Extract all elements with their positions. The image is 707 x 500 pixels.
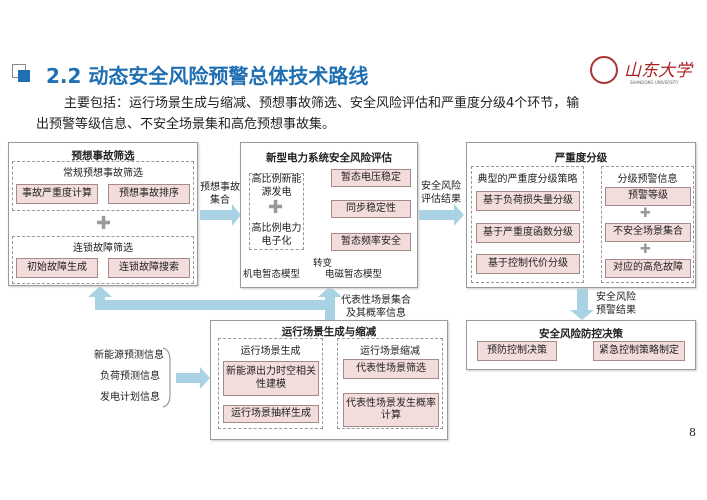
plus-icon: ✚ (268, 197, 284, 218)
arrow-contingency-to-assessment (200, 204, 241, 226)
risk-control-decision-panel: 安全风险防控决策 预防控制决策 紧急控制策略制定 (466, 320, 696, 370)
plus-icon: ✚ (640, 206, 651, 221)
transient-frequency-box: 暂态频率安全 (331, 233, 411, 251)
brace-inputs (162, 347, 171, 408)
electromagnetic-model-label: 电磁暂态模型 (325, 269, 383, 280)
cascade-screening-group: 连锁故障筛选 初始故障生成 连锁故障搜索 (12, 236, 194, 284)
contingency-title: 预想事故筛选 (71, 150, 135, 162)
high-risk-fault-box: 对应的高危故障 (605, 259, 691, 278)
intro-line-2: 出预警等级信息、不安全场景集和高危预想事故集。 (36, 117, 336, 132)
arrow-inputs-to-scenario (176, 367, 210, 389)
strategy-control-cost: 基于控制代价分级 (476, 254, 580, 274)
cascade-search-box: 连锁故障搜索 (108, 258, 190, 278)
cascade-title: 连锁故障筛选 (73, 243, 133, 254)
plus-icon: ✚ (640, 242, 651, 257)
strategy-group: 典型的严重度分级策略 基于负荷损失量分级 基于严重度函数分级 基于控制代价分级 (471, 166, 584, 283)
arrow2-label: 安全风险评估结果 (421, 181, 461, 205)
scenario-sampling-box: 运行场景抽样生成 (223, 405, 319, 423)
electromechanical-model-label: 机电暂态模型 (243, 269, 301, 280)
severity-grading-panel: 严重度分级 典型的严重度分级策略 基于负荷损失量分级 基于严重度函数分级 基于控… (466, 142, 696, 288)
model-change-label: 转变 (313, 258, 333, 269)
page-title: 2.2 动态安全风险预警总体技术路线 (46, 64, 369, 88)
assessment-title: 新型电力系统安全风险评估 (266, 152, 392, 164)
high-renewables-label: 高比例新能源发电 (251, 174, 302, 198)
arrow-assessment-to-severity (419, 204, 464, 226)
scenario-generation-group: 运行场景生成 新能源出力时空相关性建模 运行场景抽样生成 (218, 338, 323, 429)
arrow-feedback (88, 286, 342, 320)
warning-level-box: 预警等级 (605, 187, 691, 206)
input-generation-plan: 发电计划信息 (100, 392, 160, 403)
preventive-control-box: 预防控制决策 (477, 341, 557, 361)
scenario-reduction-group: 运行场景缩减 代表性场景筛选 代表性场景发生概率计算 (337, 338, 443, 429)
red-title: 运行场景缩减 (360, 346, 420, 357)
spatiotemporal-modeling-box: 新能源出力时空相关性建模 (223, 361, 319, 396)
initial-fault-box: 初始故障生成 (16, 258, 98, 278)
emergency-control-box: 紧急控制策略制定 (593, 341, 685, 361)
transient-voltage-box: 暂态电压稳定 (331, 169, 411, 187)
university-logo-sub: SHANDONG UNIVERSITY (630, 80, 679, 85)
warning-info-group: 分级预警信息 预警等级 ✚ 不安全场景集合 ✚ 对应的高危故障 (601, 166, 694, 283)
contingency-screening-panel: 预想事故筛选 常规预想事故筛选 事故严重度计算 预想事故排序 ✚ 连锁故障筛选 … (8, 142, 198, 286)
info-title: 分级预警信息 (617, 174, 678, 185)
input-renewable-forecast: 新能源预测信息 (94, 350, 164, 361)
plus-icon: ✚ (96, 213, 112, 234)
strategy-title: 典型的严重度分级策略 (477, 174, 578, 185)
university-logo-text: 山东大学 (624, 61, 692, 81)
input-load-forecast: 负荷预测信息 (100, 371, 160, 382)
synchronous-stability-box: 同步稳定性 (331, 200, 411, 218)
regular-screening-group: 常规预想事故筛选 事故严重度计算 预想事故排序 (12, 161, 194, 211)
regular-title: 常规预想事故筛选 (63, 168, 143, 179)
feedback-label: 代表性场景集合及其概率信息 (341, 295, 411, 319)
strategy-severity-function: 基于严重度函数分级 (476, 223, 580, 243)
arrow-severity-to-decision (570, 287, 594, 320)
risk-assessment-panel: 新型电力系统安全风险评估 高比例新能源发电 ✚ 高比例电力电子化 暂态电压稳定 … (240, 142, 418, 288)
decision-title: 安全风险防控决策 (539, 328, 623, 340)
page-number: 8 (689, 426, 696, 439)
intro-line-1: 主要包括：运行场景生成与缩减、预想事故筛选、安全风险评估和严重度分级4个环节，输 (64, 96, 580, 111)
probability-calc-box: 代表性场景发生概率计算 (343, 393, 439, 427)
gen-title: 运行场景生成 (240, 346, 301, 357)
representative-screening-box: 代表性场景筛选 (343, 359, 439, 379)
severity-title: 严重度分级 (554, 152, 608, 164)
grid-features-group (249, 173, 304, 250)
arrow3-label: 安全风险预警结果 (596, 292, 636, 316)
arrow1-label: 预想事故集合 (200, 182, 240, 206)
strategy-load-loss: 基于负荷损失量分级 (476, 191, 580, 211)
severity-calc-box: 事故严重度计算 (16, 184, 98, 204)
high-power-electronics-label: 高比例电力电子化 (251, 223, 302, 247)
scenario-generation-panel: 运行场景生成与缩减 运行场景生成 新能源出力时空相关性建模 运行场景抽样生成 运… (210, 320, 448, 440)
university-seal-icon (590, 56, 618, 84)
title-bullet-icon-fill (18, 70, 30, 82)
contingency-rank-box: 预想事故排序 (108, 184, 190, 204)
scenario-title: 运行场景生成与缩减 (281, 326, 377, 338)
unsafe-scenario-box: 不安全场景集合 (605, 223, 691, 242)
